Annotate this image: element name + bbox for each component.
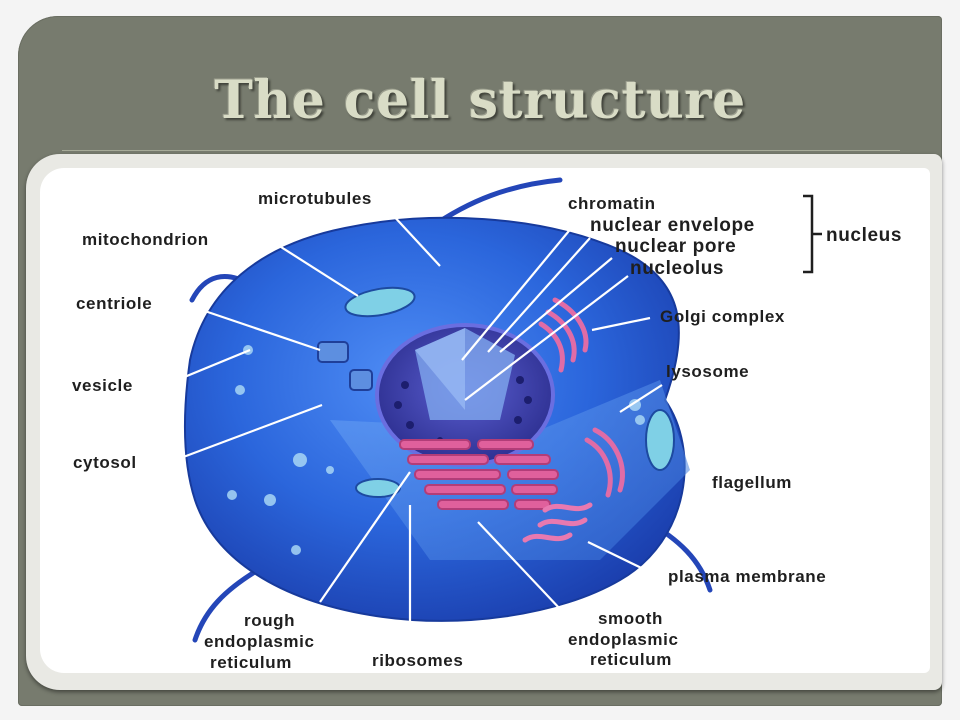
label-smooth-er-line2: endoplasmic: [568, 630, 679, 649]
golgi-complex: [538, 297, 589, 373]
nucleus-bracket: [803, 194, 822, 274]
label-microtubules: microtubules: [258, 189, 372, 208]
label-nuclear-pore: nuclear pore: [615, 236, 736, 257]
centriole: [317, 341, 373, 391]
label-lysosome: lysosome: [666, 362, 749, 381]
label-nuclear-envelope: nuclear envelope: [590, 215, 755, 236]
rough-er: [399, 439, 559, 510]
label-rough-er-line3: reticulum: [210, 653, 292, 672]
label-flagellum: flagellum: [712, 473, 792, 492]
mitochondria: [344, 286, 675, 498]
label-vesicle: vesicle: [72, 376, 133, 395]
label-golgi-complex: Golgi complex: [660, 307, 785, 326]
cell-diagram-svg: microtubules mitochondrion centriole ves…: [72, 177, 902, 672]
label-ribosomes: ribosomes: [372, 651, 463, 670]
label-smooth-er-line3: reticulum: [590, 650, 672, 669]
label-plasma-membrane: plasma membrane: [668, 567, 826, 586]
smooth-er: [522, 502, 593, 543]
label-rough-er-line2: endoplasmic: [204, 632, 315, 651]
label-chromatin: chromatin: [568, 194, 656, 213]
flagellum-bottom: [192, 567, 261, 643]
label-nucleolus: nucleolus: [630, 258, 724, 279]
label-cytosol: cytosol: [73, 453, 137, 472]
vesicles: [227, 345, 645, 555]
title-divider: [62, 150, 900, 151]
label-rough-er-line1: rough: [244, 611, 295, 630]
label-mitochondrion: mitochondrion: [82, 230, 209, 249]
label-smooth-er-line1: smooth: [598, 609, 663, 628]
label-nucleus: nucleus: [826, 225, 902, 246]
cell-diagram: microtubules mitochondrion centriole ves…: [40, 168, 930, 673]
label-centriole: centriole: [76, 294, 152, 313]
slide-title: The cell structure: [214, 70, 746, 131]
leader-lines: [164, 211, 714, 652]
golgi-complex-2: [584, 427, 625, 498]
